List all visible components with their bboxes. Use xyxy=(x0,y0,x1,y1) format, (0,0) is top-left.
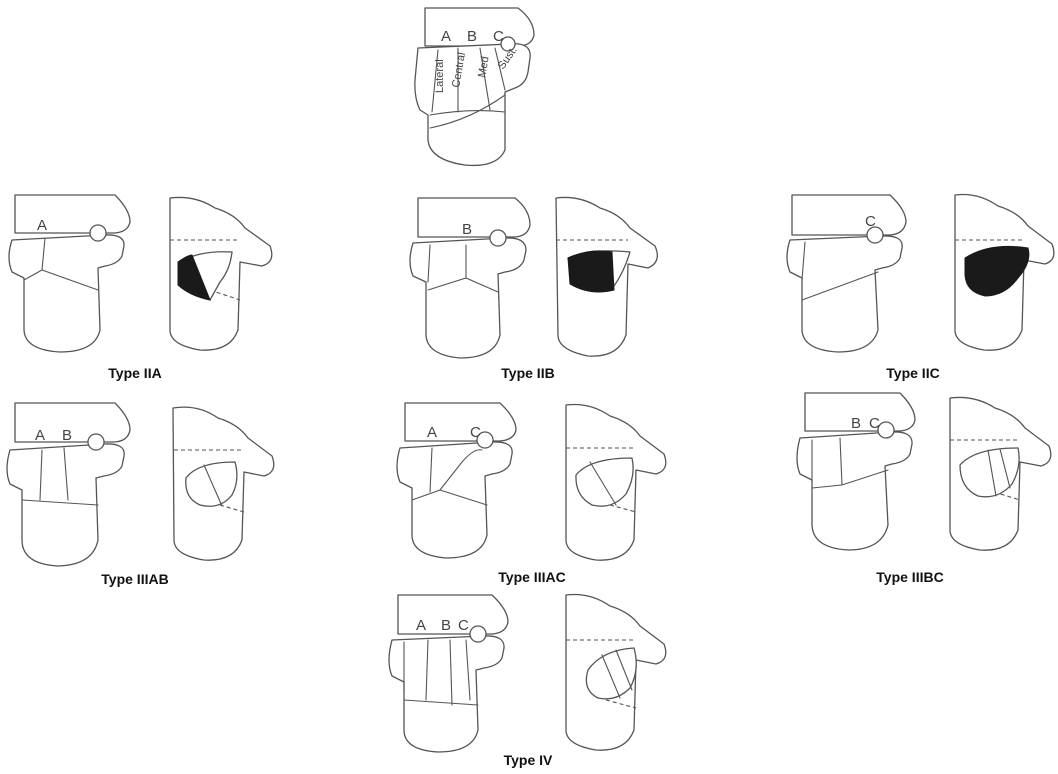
iiibc-letter-c: C xyxy=(869,415,880,432)
iv-letter-c: C xyxy=(458,617,469,634)
ref-letter-a: A xyxy=(441,28,451,45)
iiiab-letter-b: B xyxy=(62,427,72,444)
iiiac-letter-a: A xyxy=(427,424,437,441)
panel-type-iia: A Type IIA xyxy=(9,195,272,381)
caption-type-iic: Type IIC xyxy=(886,365,939,381)
panel-type-iic: C Type IIC xyxy=(787,194,1054,381)
caption-type-iiiac: Type IIIAC xyxy=(498,569,565,585)
iiiab-letter-a: A xyxy=(35,427,45,444)
panel-type-iiiac: A C Type IIIAC xyxy=(397,403,666,585)
iib-letter-b: B xyxy=(462,221,472,238)
ref-letter-c: C xyxy=(493,28,504,45)
ref-label-lateral: Lateral xyxy=(434,59,446,93)
ref-letter-b: B xyxy=(467,28,477,45)
iiiac-letter-c: C xyxy=(470,424,481,441)
panel-type-iib: B Type IIB xyxy=(410,197,657,381)
panel-type-iiiab: A B Type IIIAB xyxy=(7,403,274,587)
panel-type-iiibc: B C Type IIIBC xyxy=(797,393,1051,585)
caption-type-iiiab: Type IIIAB xyxy=(101,571,168,587)
panel-type-iv: A B C Type IV xyxy=(389,594,666,768)
caption-type-iia: Type IIA xyxy=(108,365,161,381)
iv-letter-a: A xyxy=(416,617,426,634)
caption-type-iiibc: Type IIIBC xyxy=(876,569,943,585)
iiibc-letter-b: B xyxy=(851,415,861,432)
iia-letter-a: A xyxy=(37,217,47,234)
caption-type-iv: Type IV xyxy=(504,752,553,768)
iv-letter-b: B xyxy=(441,617,451,634)
iic-letter-c: C xyxy=(865,213,876,230)
caption-type-iib: Type IIB xyxy=(501,365,554,381)
reference-figure: A B C Lateral Central Med Sust. xyxy=(415,8,534,165)
